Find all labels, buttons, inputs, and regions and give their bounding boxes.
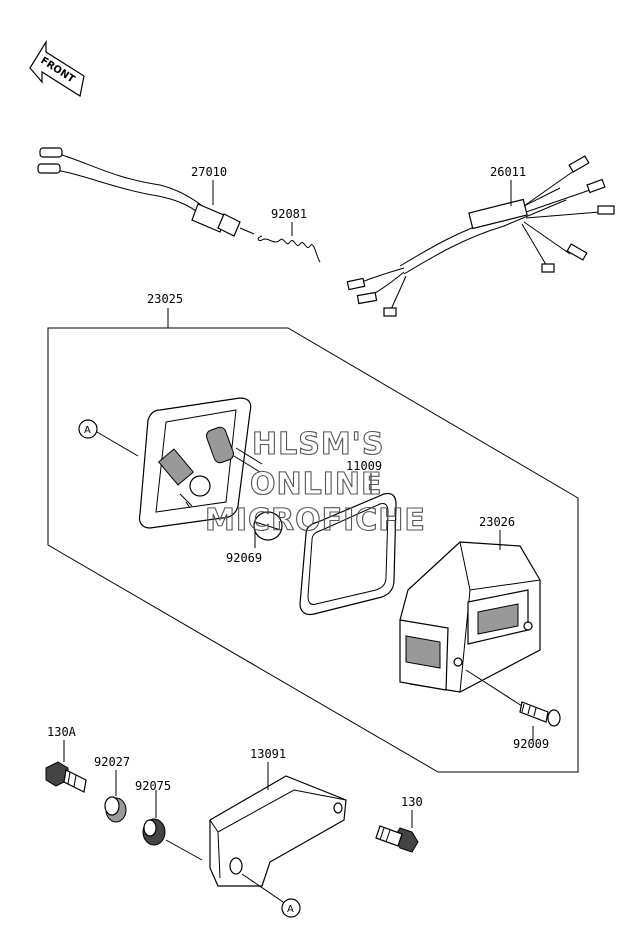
spring-92081	[257, 235, 321, 263]
part-number-92069: 92069	[226, 551, 262, 565]
part-number-27010: 27010	[191, 165, 227, 179]
collar-92027	[104, 796, 127, 823]
watermark: HLSM'S ONLINE MICROFICHE	[204, 426, 426, 538]
part-number-13091: 13091	[250, 747, 286, 761]
callout-a-upper: A	[78, 419, 98, 439]
part-number-11009: 11009	[346, 459, 382, 473]
part-number-23026: 23026	[479, 515, 515, 529]
leader-callout-lower	[241, 873, 287, 905]
svg-text:MICROFICHE: MICROFICHE	[205, 503, 426, 538]
part-number-130: 130	[401, 795, 423, 809]
gasket-11009	[299, 492, 397, 616]
bolt-130	[375, 825, 419, 853]
leader-92075-b	[165, 839, 203, 861]
wire-harness-26011	[346, 155, 615, 317]
part-number-92009: 92009	[513, 737, 549, 751]
part-number-26011: 26011	[490, 165, 526, 179]
leader-92009-a	[465, 669, 523, 707]
svg-text:ONLINE: ONLINE	[250, 467, 383, 502]
grommet-92075	[142, 818, 166, 846]
part-number-130A: 130A	[47, 725, 77, 739]
front-arrow-icon: FRONT	[29, 39, 85, 97]
lamp-base	[138, 397, 263, 529]
assembly-outline-23025	[47, 327, 579, 773]
bulb-92069	[253, 511, 283, 541]
wire-harness-27010	[37, 147, 255, 237]
screw-92009	[519, 701, 561, 727]
svg-text:HLSM'S: HLSM'S	[252, 427, 384, 462]
bracket-13091	[209, 775, 347, 887]
part-number-23025: 23025	[147, 292, 183, 306]
lens-cover-23026	[399, 541, 541, 693]
callout-a-lower: A	[281, 898, 301, 918]
callout-letter-upper: A	[84, 425, 91, 436]
callout-letter-lower: A	[287, 904, 294, 915]
part-number-92075: 92075	[135, 779, 171, 793]
leader-callout-upper	[96, 431, 139, 457]
part-number-92081: 92081	[271, 207, 307, 221]
bolt-130A	[45, 761, 87, 793]
part-number-92027: 92027	[94, 755, 130, 769]
